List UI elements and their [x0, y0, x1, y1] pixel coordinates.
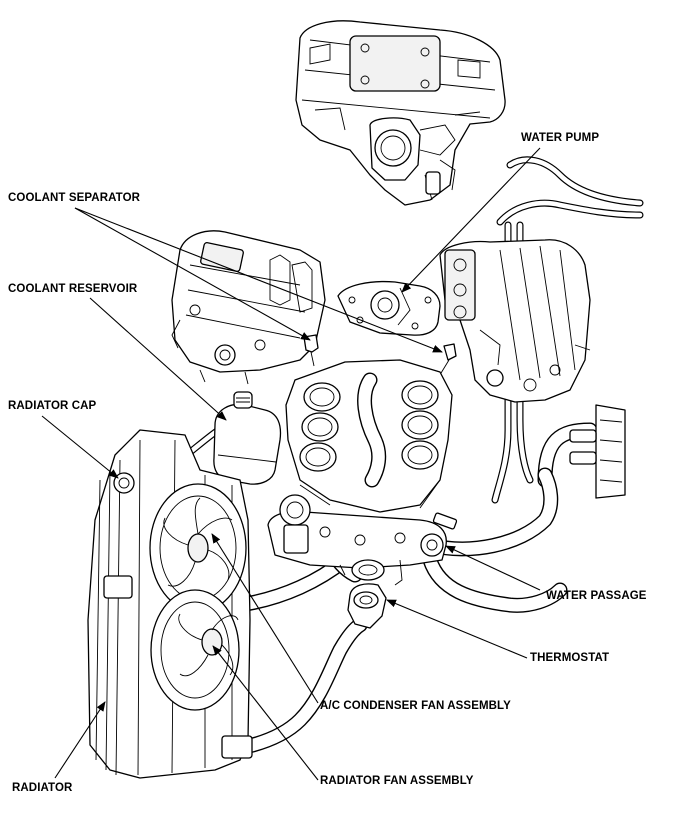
radiator-fan — [150, 589, 240, 711]
label-radiator-cap: RADIATOR CAP — [8, 400, 97, 412]
label-coolant-separator: COOLANT SEPARATOR — [8, 192, 141, 204]
label-radiator: RADIATOR — [12, 782, 73, 794]
ac-condenser-fan — [149, 483, 247, 613]
engine-block — [285, 359, 453, 513]
heater-core — [569, 404, 626, 499]
water-passage — [267, 494, 458, 586]
label-ac-condenser-fan-assembly: A/C CONDENSER FAN ASSEMBLY — [320, 700, 511, 712]
label-water-pump: WATER PUMP — [521, 132, 600, 144]
right-cylinder-head — [439, 239, 591, 403]
label-coolant-reservoir: COOLANT RESERVOIR — [8, 283, 138, 295]
water-pump — [337, 280, 441, 336]
left-cylinder-head — [171, 230, 326, 385]
label-thermostat: THERMOSTAT — [530, 652, 610, 664]
label-radiator-fan-assembly: RADIATOR FAN ASSEMBLY — [320, 775, 474, 787]
coolant-reservoir — [213, 391, 282, 485]
label-water-passage: WATER PASSAGE — [546, 590, 647, 602]
thermostat — [347, 559, 387, 629]
leader-lines — [41, 147, 541, 781]
intake-manifold — [295, 20, 506, 206]
